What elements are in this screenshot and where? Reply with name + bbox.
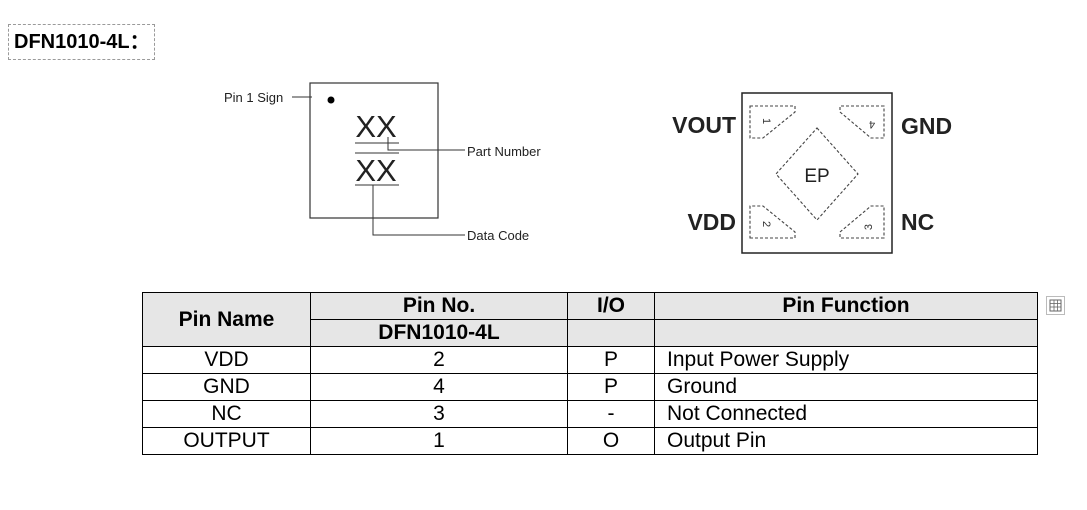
exposed-pad-label: EP (804, 166, 829, 187)
pin-label-vout: VOUT (672, 112, 736, 138)
table-row: OUTPUT 1 O Output Pin (142, 427, 1038, 455)
header-io: I/O (567, 292, 655, 320)
pin-label-vdd: VDD (687, 209, 736, 235)
cell-pin-name: OUTPUT (142, 427, 311, 455)
header-package: DFN1010-4L (310, 319, 568, 347)
pad-pin2 (749, 205, 796, 239)
header-pin-function: Pin Function (654, 292, 1038, 320)
cell-pin-function: Not Connected (654, 400, 1038, 428)
header-io-blank (567, 319, 655, 347)
pad-pin1 (749, 105, 796, 139)
pad-pin4-number: 4 (869, 118, 875, 130)
package-title: DFN1010-4L： (8, 24, 155, 60)
top-marking-code: XX (355, 109, 397, 144)
cell-io: - (567, 400, 655, 428)
header-pin-no: Pin No. (310, 292, 568, 320)
cell-pin-no: 4 (310, 373, 568, 401)
pin-label-gnd: GND (901, 113, 952, 139)
pad-pin4 (839, 105, 885, 139)
cell-pin-function: Input Power Supply (654, 346, 1038, 374)
header-pin-name: Pin Name (142, 292, 311, 347)
pin1-sign-label: Pin 1 Sign (224, 90, 283, 105)
cell-pin-name: VDD (142, 346, 311, 374)
pad-pin3-number: 3 (863, 224, 875, 230)
table-subheader-row: DFN1010-4L (143, 319, 1038, 347)
pad-pin2-number: 2 (760, 221, 772, 227)
pinout-diagram: VOUT GND VDD NC 1 4 2 3 EP (672, 92, 952, 254)
cell-io: P (567, 346, 655, 374)
table-row: GND 4 P Ground (142, 373, 1038, 401)
cell-io: O (567, 427, 655, 455)
table-header-row: Pin Name Pin No. I/O Pin Function (142, 292, 1038, 347)
document-grid-icon[interactable] (1046, 296, 1065, 315)
exposed-pad (775, 127, 859, 221)
part-number-label: Part Number (467, 144, 541, 159)
data-code-leader (372, 185, 465, 236)
bottom-marking-code: XX (355, 153, 397, 188)
cell-pin-no: 2 (310, 346, 568, 374)
cell-pin-function: Output Pin (654, 427, 1038, 455)
pin-label-nc: NC (901, 209, 934, 235)
cell-pin-no: 3 (310, 400, 568, 428)
pad-pin3 (839, 205, 885, 239)
header-function-blank (654, 319, 1038, 347)
document-grid-icon-glyph (1049, 299, 1062, 312)
package-body (741, 92, 893, 254)
cell-pin-function: Ground (654, 373, 1038, 401)
cell-pin-name: NC (142, 400, 311, 428)
pin1-dot-icon (327, 96, 335, 104)
cell-pin-no: 1 (310, 427, 568, 455)
part-number-leader (387, 137, 465, 151)
cell-pin-name: GND (142, 373, 311, 401)
table-row: VDD 2 P Input Power Supply (142, 346, 1038, 374)
cell-io: P (567, 373, 655, 401)
pin-table: Pin Name Pin No. I/O Pin Function DFN101… (142, 292, 1038, 455)
pad-pin1-number: 1 (760, 118, 772, 124)
data-code-label: Data Code (467, 228, 529, 243)
table-row: NC 3 - Not Connected (142, 400, 1038, 428)
marking-diagram: Pin 1 Sign XX XX Part Number Data Code (224, 82, 541, 243)
